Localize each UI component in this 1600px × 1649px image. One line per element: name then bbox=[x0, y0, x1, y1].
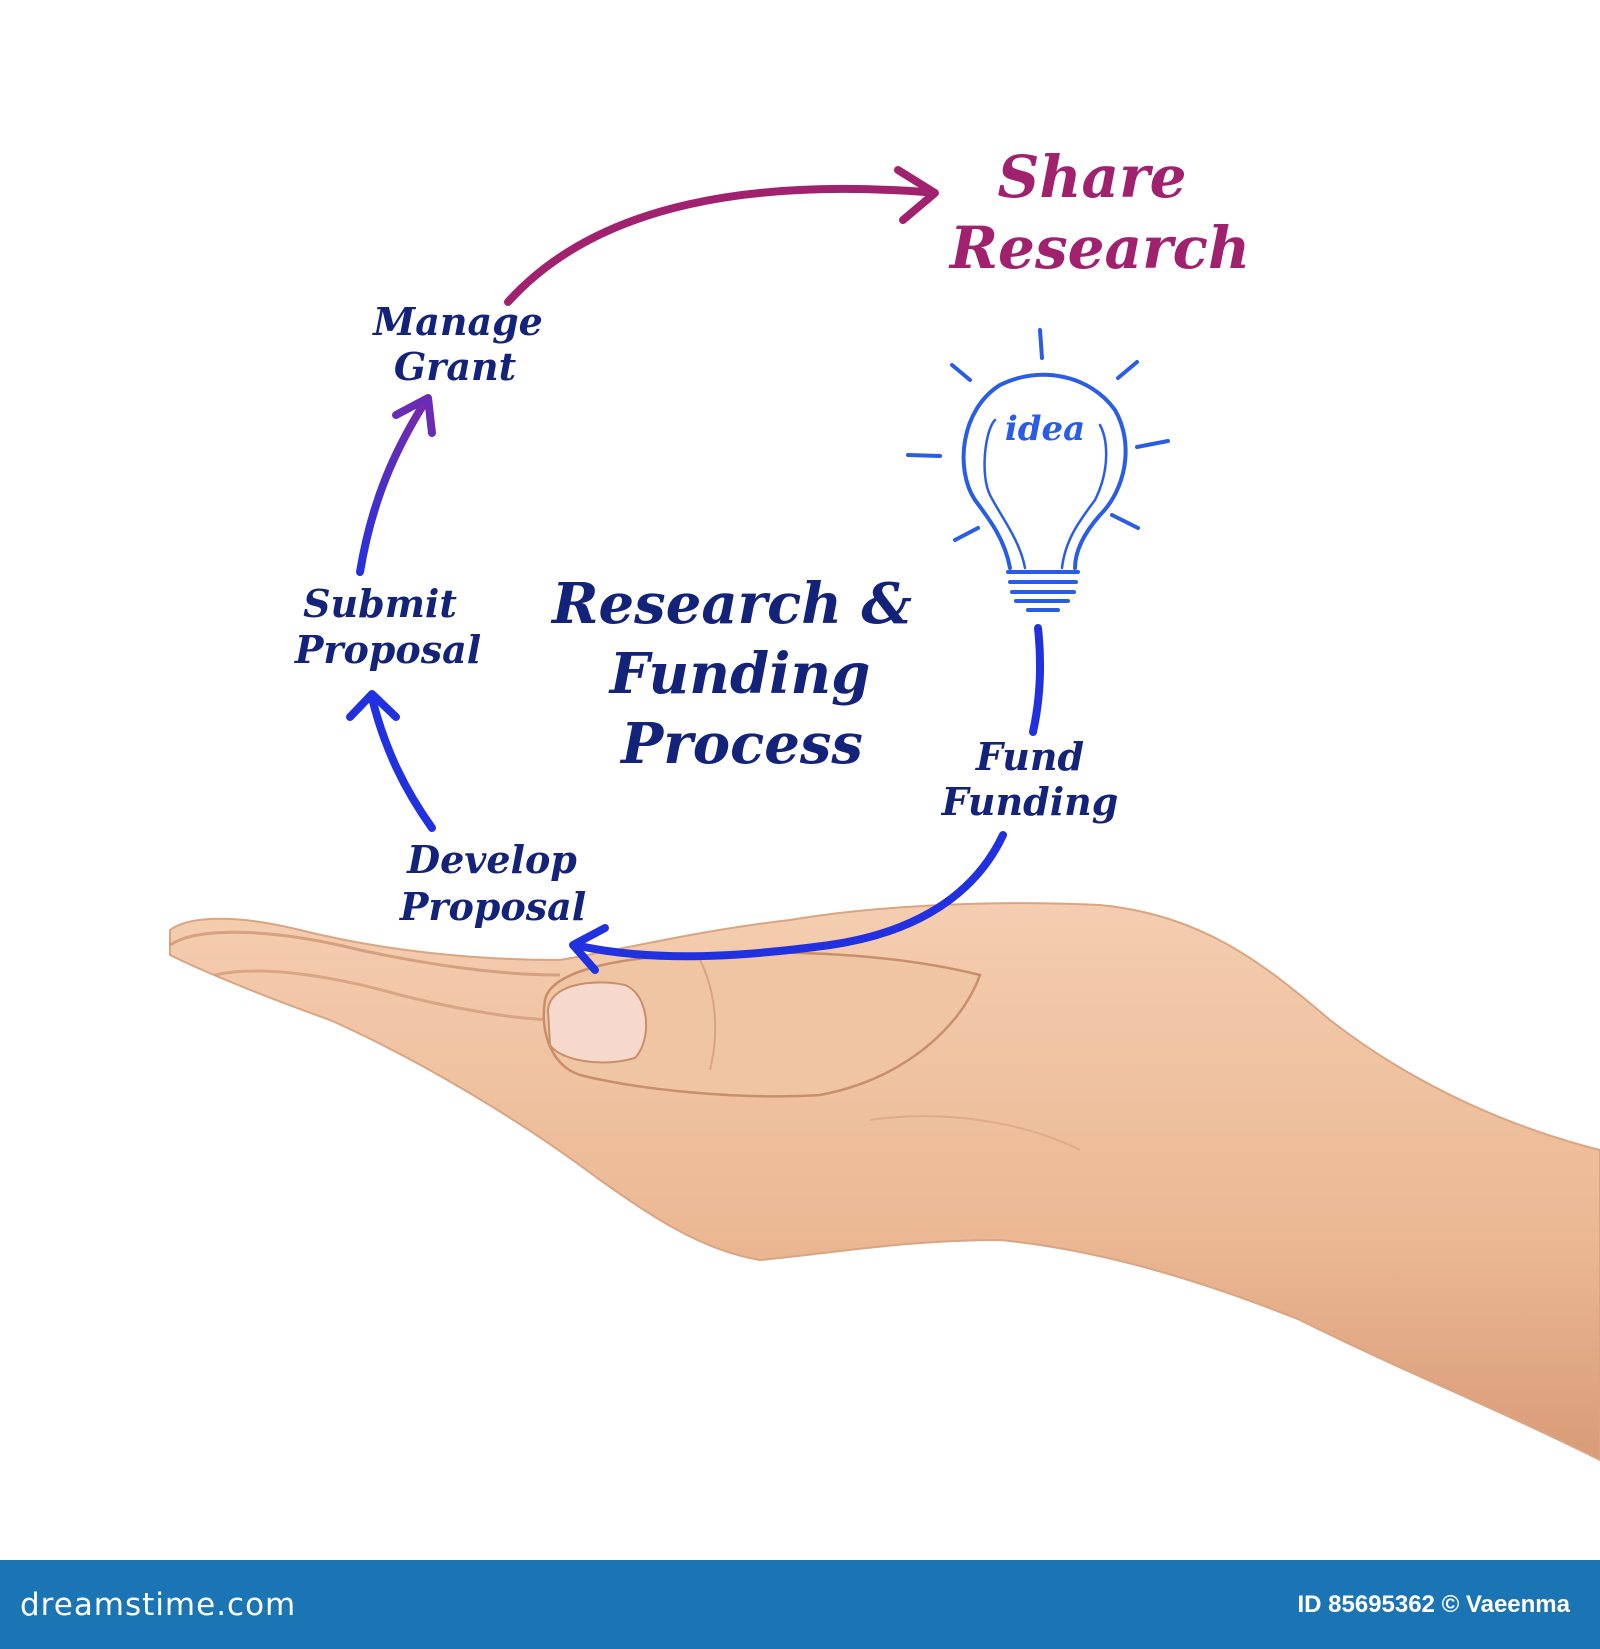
step-fund-funding-line-2: Funding bbox=[941, 779, 1119, 824]
step-develop-proposal: Develop Proposal bbox=[399, 837, 586, 929]
arrowhead-share bbox=[894, 166, 939, 224]
title-line-2: Funding bbox=[608, 641, 871, 707]
step-manage-grant-line-2: Grant bbox=[394, 344, 517, 389]
watermark-footer: dreamstime.com ID 85695362 © Vaeenma bbox=[0, 1560, 1600, 1649]
step-develop-proposal-line-1: Develop bbox=[406, 837, 577, 882]
step-submit-proposal: Submit Proposal bbox=[294, 581, 481, 672]
title-line-3: Process bbox=[619, 711, 863, 777]
step-submit-proposal-line-2: Proposal bbox=[294, 627, 481, 672]
step-develop-proposal-line-2: Proposal bbox=[399, 884, 586, 929]
arrow-fund-to-develop bbox=[571, 831, 1007, 961]
step-fund-funding: Fund Funding bbox=[941, 734, 1119, 824]
footer-logo[interactable]: dreamstime.com bbox=[20, 1586, 297, 1623]
footer-credit: ID 85695362 © Vaeenma bbox=[1297, 1590, 1570, 1618]
arrowhead-manage bbox=[392, 394, 436, 437]
diagram-title: Research & Funding Process bbox=[550, 571, 912, 777]
step-share-research-line-2: Research bbox=[948, 214, 1250, 282]
arrowhead-submit bbox=[346, 690, 400, 721]
step-share-research: Share Research bbox=[948, 143, 1250, 282]
step-submit-proposal-line-1: Submit bbox=[303, 581, 457, 626]
arrowhead-develop bbox=[569, 924, 609, 974]
cycle-arrows bbox=[346, 166, 1045, 974]
arrow-manage-to-share bbox=[504, 184, 929, 306]
step-share-research-line-1: Share bbox=[997, 143, 1186, 211]
bulb-label: idea bbox=[1005, 409, 1085, 449]
step-manage-grant-line-1: Manage bbox=[371, 299, 543, 344]
hand-image bbox=[169, 902, 1600, 1462]
step-fund-funding-line-1: Fund bbox=[975, 734, 1084, 779]
arrow-idea-to-fund bbox=[1029, 624, 1045, 736]
title-line-1: Research & bbox=[550, 571, 912, 637]
arrow-submit-to-manage bbox=[356, 398, 429, 576]
arrow-develop-to-submit bbox=[368, 694, 436, 832]
lightbulb-icon bbox=[906, 328, 1170, 612]
step-manage-grant: Manage Grant bbox=[371, 299, 543, 389]
